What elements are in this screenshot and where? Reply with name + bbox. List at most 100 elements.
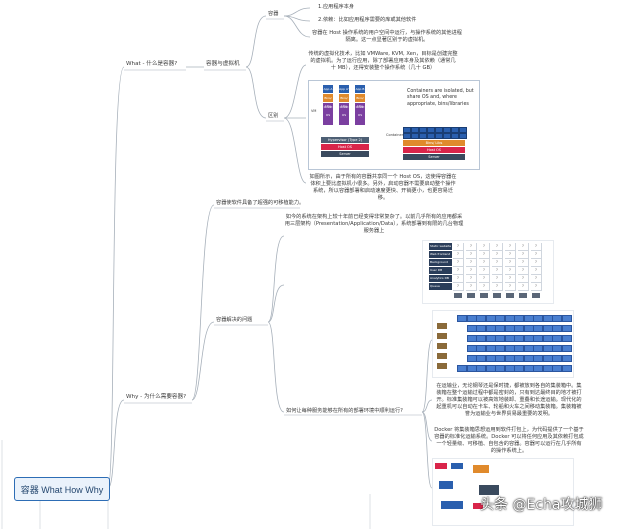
root-node[interactable]: 容器 What How Why	[14, 477, 110, 501]
shipping-container-tile	[552, 325, 562, 332]
vm-desc: 传统的虚拟化技术，比如 VMWare, KVM, Xen，目标是创建完整的虚拟机…	[308, 51, 458, 72]
shipping-container-tile	[514, 345, 524, 352]
matrix-cell: ?	[505, 283, 516, 291]
shipping-container-tile	[457, 365, 467, 372]
shipping-container-tile	[542, 335, 553, 342]
shipping-container-tile	[542, 315, 553, 322]
shipping-container-tile	[514, 355, 524, 362]
shipping-container-tile	[533, 325, 543, 332]
server-icon	[480, 293, 488, 298]
watermark: 头条 @Echa攻城狮	[480, 497, 603, 513]
vm-server-bar: Server	[321, 151, 369, 157]
server-icon	[467, 293, 475, 298]
node-portable[interactable]: 容器使软件具备了超强的可移植能力。	[216, 200, 305, 206]
matrix-cell: ?	[492, 251, 503, 259]
container-label: Container	[386, 133, 404, 137]
shipping-container-tile	[457, 315, 467, 322]
matrix-cell: ?	[466, 243, 477, 251]
shipping-container-tile	[561, 325, 572, 332]
matrix-cell: ?	[531, 275, 542, 283]
node-container-vs-vm[interactable]: 容器与虚拟机	[206, 61, 240, 67]
shipping-container-tile	[466, 325, 477, 332]
matrix-cell: ?	[453, 251, 464, 259]
shipping-container-tile	[514, 365, 524, 372]
matrix-cell: ?	[479, 267, 490, 275]
vm-stack-3: App B Bins/ Libs Guest OS	[355, 85, 365, 126]
matrix-cell: ?	[492, 259, 503, 267]
node-difference[interactable]: 区别	[268, 113, 279, 119]
node-question[interactable]: 如何让每种服务能够在所有的部署环境中顺利运行?	[286, 408, 403, 414]
matrix-cell: ?	[518, 267, 529, 275]
shipping-container-tile	[495, 365, 505, 372]
container-item-2: 2.依赖：比如应用程序需要的库或其他软件	[318, 17, 417, 23]
matrix-cell: ?	[505, 275, 516, 283]
node-problem[interactable]: 容器解决的问题	[216, 317, 253, 323]
matrix-cell: ?	[531, 283, 542, 291]
cargo-item-icon	[437, 323, 447, 329]
hypervisor-bar: Hypervisor (Type 2)	[321, 137, 369, 143]
shipping-container-tile	[495, 315, 505, 322]
after-desc: 如图所示，由于所有的容器共享同一个 Host OS，这使得容器在体积上要比虚拟机…	[309, 174, 457, 202]
shipping-container-tile	[485, 345, 496, 352]
shipping-container-tile	[533, 365, 543, 372]
shipping-container-tile	[485, 365, 496, 372]
matrix-cell: ?	[531, 259, 542, 267]
shipping-container-tile	[523, 345, 534, 352]
shipping-container-tile	[504, 325, 515, 332]
matrix-cell: ?	[492, 275, 503, 283]
node-container[interactable]: 容器	[268, 11, 279, 17]
shipping-container-tile	[552, 345, 562, 352]
server-icon	[532, 293, 540, 298]
shipping-container-tile	[552, 315, 562, 322]
shipping-container-tile	[533, 355, 543, 362]
branch-why[interactable]: Why - 为什么需要容器?	[126, 394, 187, 400]
shipping-container-tile	[466, 335, 477, 342]
shipping-container-tile	[476, 345, 486, 352]
container-server-bar: Server	[403, 154, 465, 160]
branch-what[interactable]: What - 什么是容器?	[126, 61, 178, 67]
cargo-item-icon	[437, 343, 447, 349]
vm-label: VM	[311, 109, 317, 113]
shipping-container-tile	[476, 315, 486, 322]
matrix-cell: ?	[453, 275, 464, 283]
shipping-container-tile	[533, 345, 543, 352]
shipping-container-tile	[523, 325, 534, 332]
shipping-container-tile	[476, 325, 486, 332]
matrix-cell: ?	[466, 283, 477, 291]
matrix-cell: ?	[492, 283, 503, 291]
shipping-container-tile	[466, 345, 477, 352]
shipping-container-tile	[485, 315, 496, 322]
shipping-container-tile	[523, 355, 534, 362]
shipping-container-tile	[514, 315, 524, 322]
matrix-cell: ?	[505, 259, 516, 267]
container-bins-bar: Bins/ Libs	[403, 140, 465, 146]
vm-container-figure: VM App A Bins/ Libs Guest OS App A' Bins…	[308, 80, 480, 170]
shipping-container-tile	[495, 335, 505, 342]
matrix-cell: ?	[518, 259, 529, 267]
matrix-cell: ?	[531, 243, 542, 251]
shipping-container-tile	[542, 365, 553, 372]
matrix-cell: ?	[505, 267, 516, 275]
problem-desc: 如今的系统在架构上较十年前已经变得非常复杂了。以前几乎所有的应用都采用三层架构（…	[284, 214, 464, 235]
shipping-container-tile	[552, 365, 562, 372]
server-icon	[454, 293, 462, 298]
shipping-container-tile	[514, 325, 524, 332]
matrix-cell: ?	[505, 251, 516, 259]
shipping-container-tile	[476, 365, 486, 372]
shipping-container-tile	[561, 315, 572, 322]
server-icon	[493, 293, 501, 298]
matrix-cell: ?	[531, 267, 542, 275]
shipping-container-tile	[504, 365, 515, 372]
shipping-container-tile	[542, 325, 553, 332]
matrix-cell: ?	[466, 275, 477, 283]
figure-caption: Containers are isolated, but share OS an…	[407, 89, 474, 107]
shipping-container-tile	[466, 355, 477, 362]
shipping-container-tile	[542, 345, 553, 352]
shipping-container-tile	[485, 335, 496, 342]
matrix-cell: ?	[518, 283, 529, 291]
shipping-container-tile	[504, 315, 515, 322]
matrix-cell: ?	[518, 243, 529, 251]
shipping-container-tile	[561, 345, 572, 352]
matrix-cell: ?	[518, 275, 529, 283]
shipping-figure	[432, 310, 574, 378]
